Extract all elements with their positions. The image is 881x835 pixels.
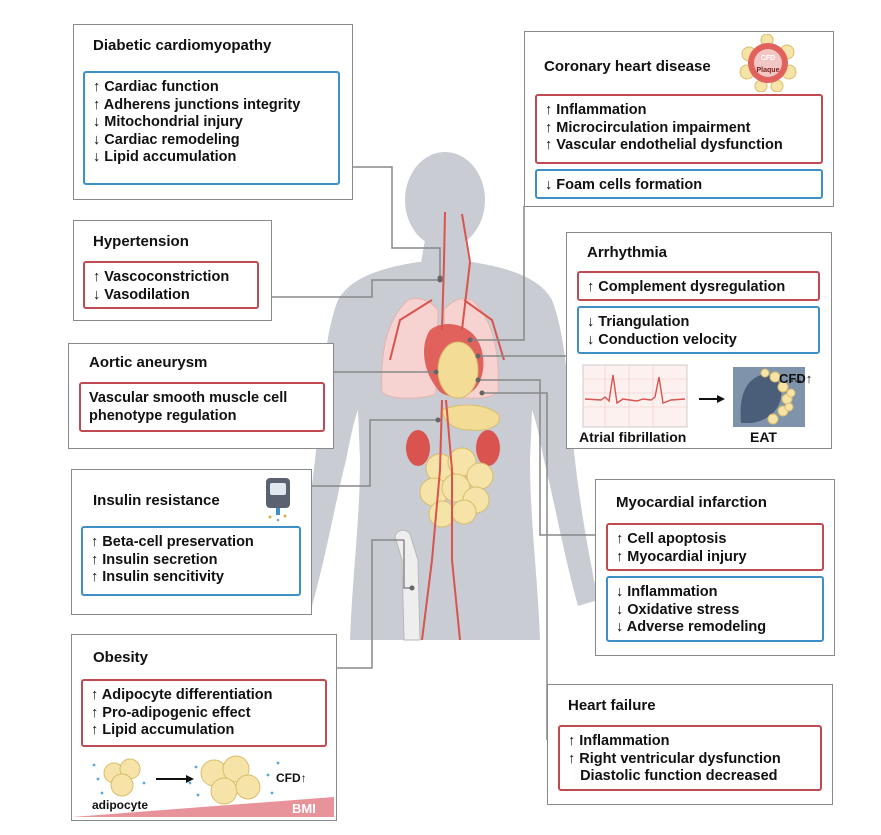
abdominal-fat xyxy=(419,447,494,528)
panel-title: Arrhythmia xyxy=(587,244,668,261)
effect-item: ↑ Adipocyte differentiation xyxy=(91,687,273,703)
effect-item: ↑ Right ventricular dysfunction xyxy=(568,750,781,767)
effect-item: ↑ Inflammation xyxy=(568,733,670,749)
plaque-icon: CFD Plaque xyxy=(739,34,797,92)
adipocyte-label: adipocyte xyxy=(92,798,149,812)
effect-item: ↑ Insulin secretion xyxy=(91,551,218,568)
panel-arrhythmia: Arrhythmia ↑ Complement dysregulation ↓ … xyxy=(566,232,832,449)
effect-item: ↑ Inflammation xyxy=(545,102,647,118)
epicardial-fat xyxy=(437,341,479,399)
panel-title: Obesity xyxy=(93,649,149,666)
effects-box-blue: ↓ Foam cells formation xyxy=(535,169,823,199)
panel-title: Insulin resistance xyxy=(93,492,220,509)
effect-item: ↑ Cardiac function xyxy=(93,79,219,95)
panel-title: Coronary heart disease xyxy=(544,58,711,75)
effect-item: ↑ Adherens junctions integrity xyxy=(93,96,301,113)
panel-myocardial-infarction: Myocardial infarction ↑ Cell apoptosis ↑… xyxy=(595,479,835,656)
effect-item: Diastolic function decreased xyxy=(568,768,778,784)
connector-lines xyxy=(272,166,595,740)
effects-box-red: ↑ Inflammation ↑ Right ventricular dysfu… xyxy=(558,725,822,791)
effects-box-blue: ↓ Triangulation ↓ Conduction velocity xyxy=(577,306,820,354)
effects-box-red: ↑ Vascoconstriction ↓ Vasodilation xyxy=(83,261,259,309)
effects-box-blue: ↑ Beta-cell preservation ↑ Insulin secre… xyxy=(81,526,301,596)
effect-item: Vascular smooth muscle cell xyxy=(89,390,288,406)
panel-title: Heart failure xyxy=(568,697,656,714)
cfd-label: CFD↑ xyxy=(276,771,307,785)
panel-diabetic-cardiomyopathy: Diabetic cardiomyopathy ↑ Cardiac functi… xyxy=(73,24,353,200)
panel-coronary-heart-disease: Coronary heart disease CFD Plaque ↑ Infl… xyxy=(524,31,834,207)
panel-title: Hypertension xyxy=(93,233,189,250)
panel-title: Myocardial infarction xyxy=(616,494,767,511)
left-lung xyxy=(381,297,439,399)
atrial-fibrillation-label: Atrial fibrillation xyxy=(579,429,687,445)
panel-obesity: Obesity ↑ Adipocyte differentiation ↑ Pr… xyxy=(71,634,337,821)
effect-item: ↑ Lipid accumulation xyxy=(91,722,235,738)
effects-box-red: ↑ Cell apoptosis ↑ Myocardial injury xyxy=(606,523,824,571)
effect-item: ↑ Myocardial injury xyxy=(616,548,747,565)
effects-box-red: ↑ Adipocyte differentiation ↑ Pro-adipog… xyxy=(81,679,327,747)
right-kidney xyxy=(476,430,500,466)
effects-box-red: ↑ Inflammation ↑ Microcirculation impair… xyxy=(535,94,823,164)
adipocyte-illustration xyxy=(72,755,334,817)
effect-item: ↑ Insulin sencitivity xyxy=(91,569,224,585)
panel-hypertension: Hypertension ↑ Vascoconstriction ↓ Vasod… xyxy=(73,220,272,321)
effect-item: ↑ Vascular endothelial dysfunction xyxy=(545,137,783,153)
effects-box-red: ↑ Complement dysregulation xyxy=(577,271,820,301)
ecg-eat-illustration xyxy=(582,364,805,428)
eat-label: EAT xyxy=(750,429,777,445)
effect-item: phenotype regulation xyxy=(89,407,237,424)
panel-insulin-resistance: Insulin resistance ↑ Beta-cell preservat… xyxy=(71,469,312,615)
effect-item: ↓ Adverse remodeling xyxy=(616,619,767,635)
panel-heart-failure: Heart failure ↑ Inflammation ↑ Right ven… xyxy=(547,684,833,805)
blood-vessels xyxy=(389,211,505,641)
icon-plaque-text: Plaque xyxy=(757,67,780,74)
effect-item: ↓ Triangulation xyxy=(587,314,690,330)
bmi-wedge xyxy=(72,797,334,817)
cfd-label: CFD↑ xyxy=(779,371,813,386)
effect-item: ↓ Foam cells formation xyxy=(545,177,703,193)
effect-item: ↑ Beta-cell preservation xyxy=(91,534,254,550)
left-kidney xyxy=(406,430,430,466)
panel-title: Aortic aneurysm xyxy=(89,354,208,371)
panel-aortic-aneurysm: Aortic aneurysm Vascular smooth muscle c… xyxy=(68,343,334,449)
effect-item: ↓ Oxidative stress xyxy=(616,601,740,618)
effect-item: ↑ Microcirculation impairment xyxy=(545,119,751,136)
femur xyxy=(394,529,421,641)
glucometer-icon xyxy=(266,478,290,522)
effect-item: ↓ Lipid accumulation xyxy=(93,149,237,165)
effect-item: ↓ Conduction velocity xyxy=(587,331,737,348)
effects-box-red: Vascular smooth muscle cell phenotype re… xyxy=(79,382,325,432)
effect-item: ↓ Cardiac remodeling xyxy=(93,131,240,148)
panel-title: Diabetic cardiomyopathy xyxy=(93,37,272,54)
bmi-label: BMI xyxy=(292,801,316,816)
effect-item: ↑ Vascoconstriction xyxy=(93,269,230,285)
effect-item: ↓ Vasodilation xyxy=(93,286,190,303)
effect-item: ↑ Pro-adipogenic effect xyxy=(91,704,251,721)
effect-item: ↑ Complement dysregulation xyxy=(587,279,786,295)
effects-box-blue: ↓ Inflammation ↓ Oxidative stress ↓ Adve… xyxy=(606,576,824,642)
icon-cfd-text: CFD xyxy=(761,55,775,62)
effects-box-blue: ↑ Cardiac function ↑ Adherens junctions … xyxy=(83,71,340,185)
pancreas xyxy=(441,404,500,431)
effect-item: ↓ Mitochondrial injury xyxy=(93,114,243,130)
effect-item: ↓ Inflammation xyxy=(616,584,718,600)
effect-item: ↑ Cell apoptosis xyxy=(616,531,727,547)
